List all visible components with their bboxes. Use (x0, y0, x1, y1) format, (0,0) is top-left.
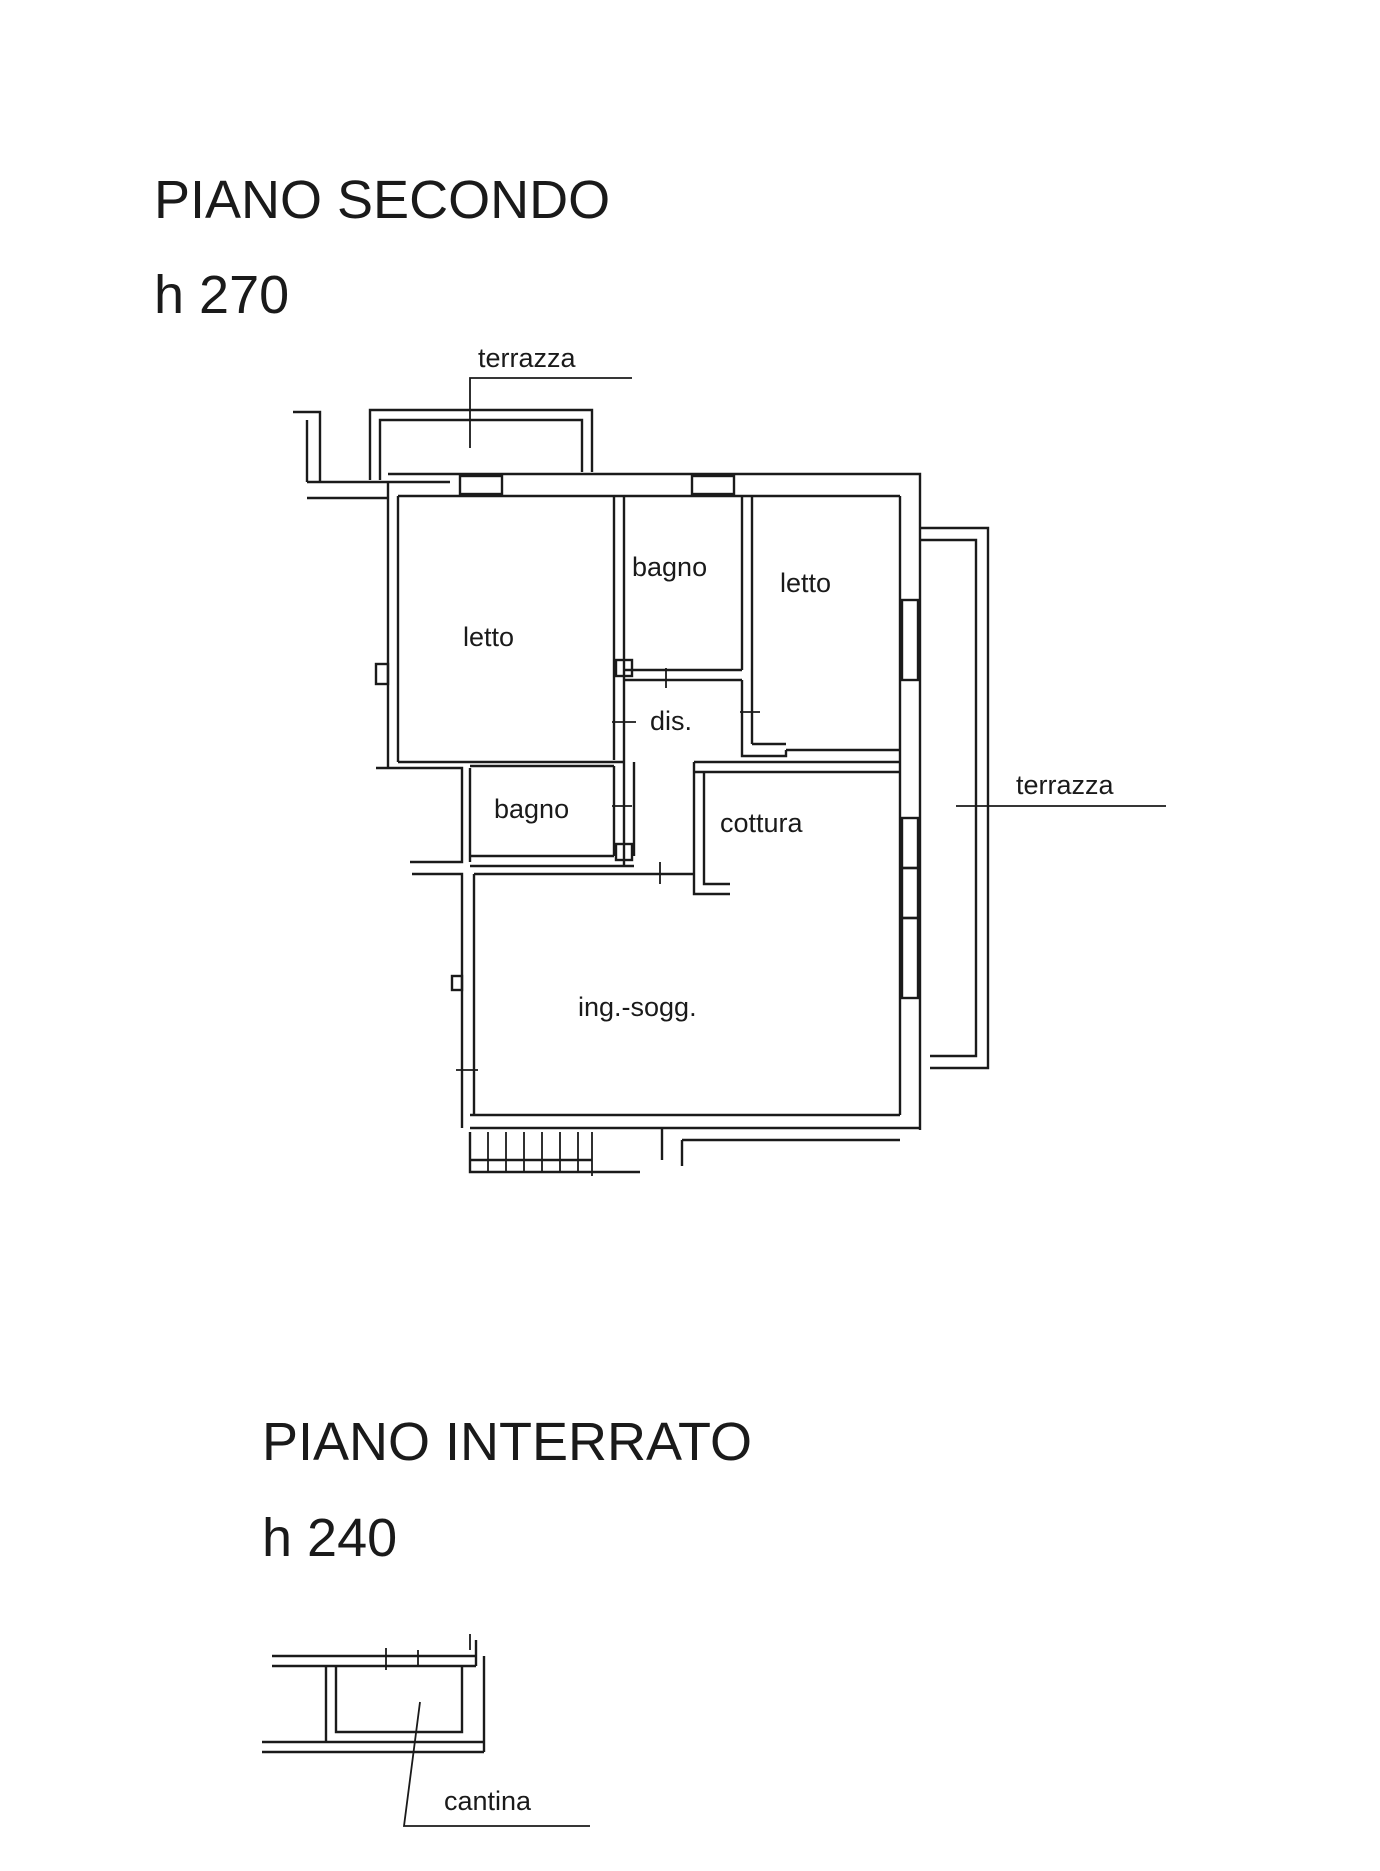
label-terrazza-right: terrazza (1016, 770, 1115, 800)
label-dis: dis. (650, 706, 692, 736)
basement-plan: cantina (262, 1634, 590, 1827)
second-floor-title: PIANO SECONDO (154, 170, 610, 230)
second-floor-plan: terrazza letto bagno letto dis. terrazza… (293, 343, 1166, 1176)
basement-title: PIANO INTERRATO (262, 1412, 752, 1472)
interior-walls (398, 496, 900, 896)
label-bagno-top: bagno (632, 552, 707, 582)
stairs (468, 1128, 900, 1176)
label-terrazza-top: terrazza (478, 343, 577, 373)
label-ing-sogg: ing.-sogg. (578, 992, 697, 1022)
label-cottura: cottura (720, 808, 804, 838)
label-letto-right: letto (780, 568, 831, 598)
label-cantina: cantina (444, 1786, 532, 1816)
label-letto-left: letto (463, 622, 514, 652)
top-terrace (368, 377, 632, 480)
label-bagno-mid: bagno (494, 794, 569, 824)
right-terrace (920, 526, 1166, 1070)
basement-height: h 240 (262, 1508, 397, 1568)
second-floor-height: h 270 (154, 265, 289, 325)
exterior-walls (374, 472, 922, 1130)
